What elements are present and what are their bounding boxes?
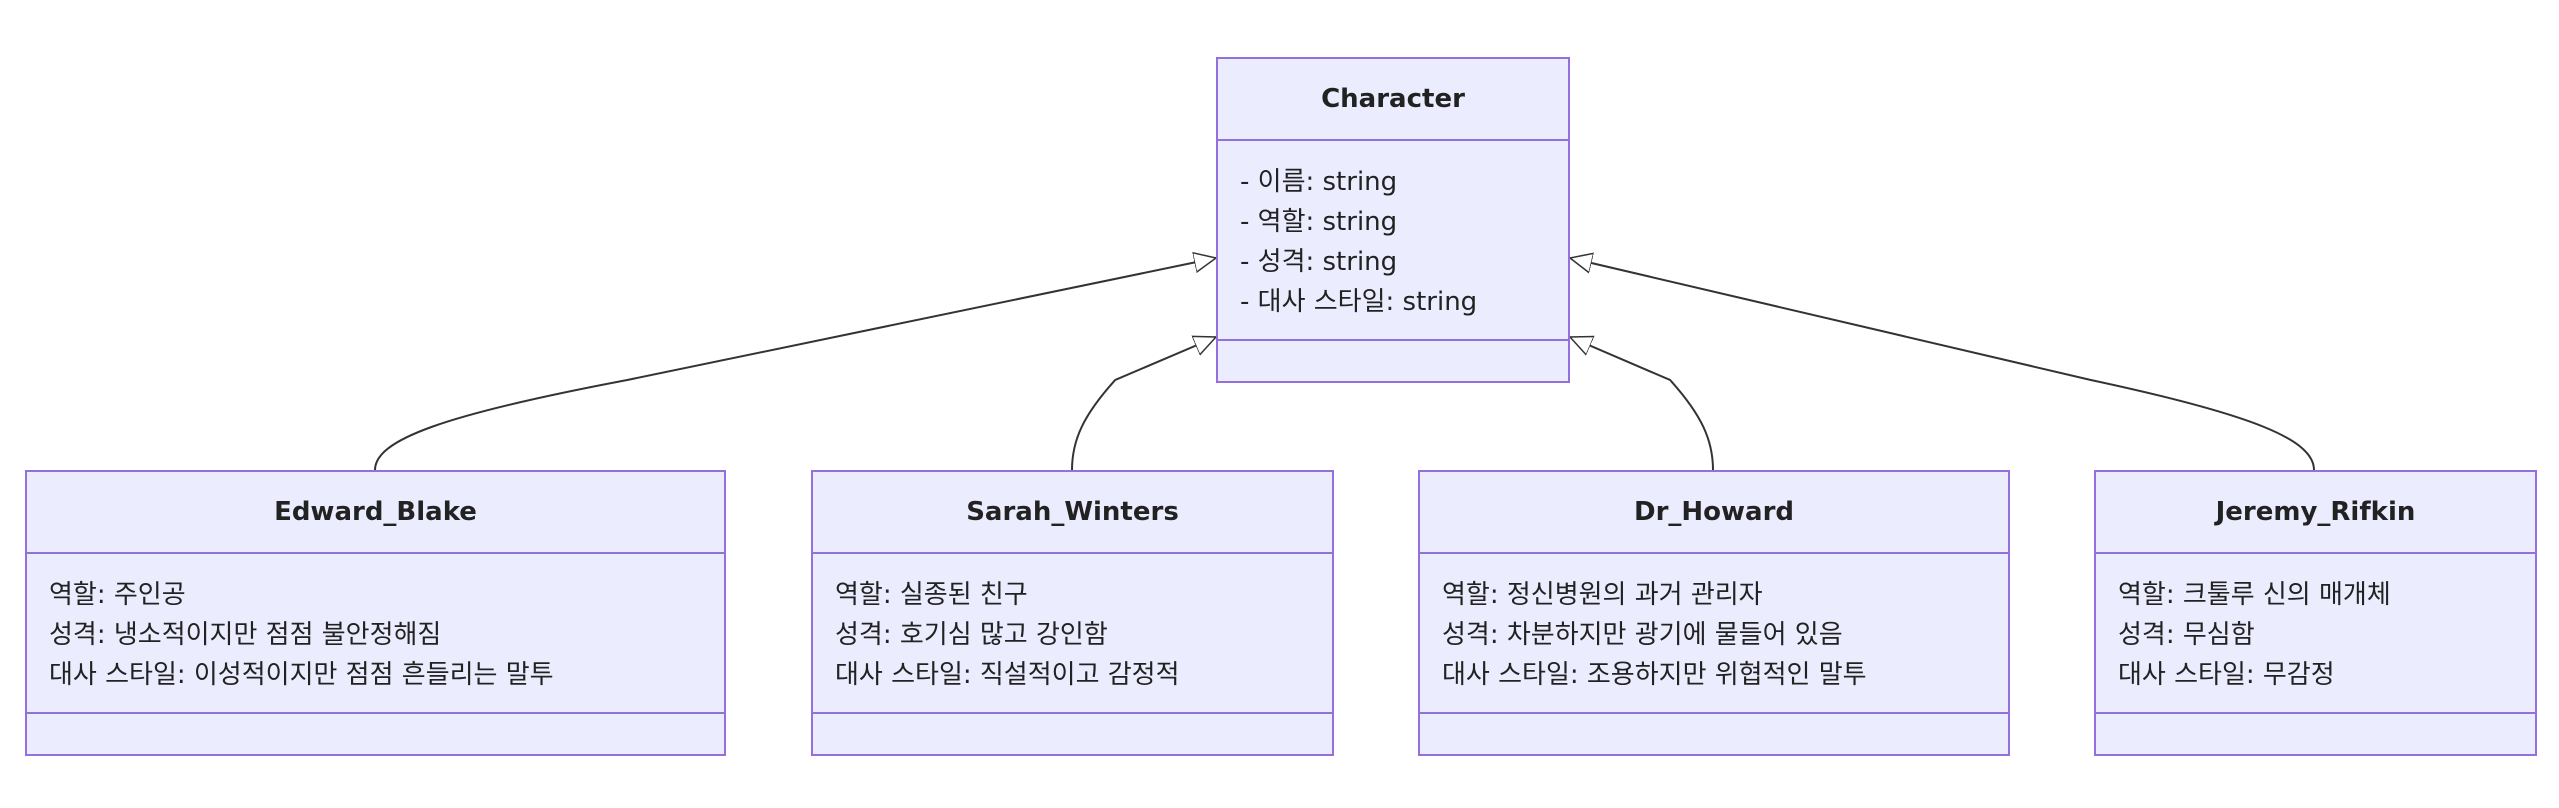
divider <box>813 712 1332 714</box>
class-attribute: 성격: 호기심 많고 강인함 <box>835 620 1108 650</box>
class-attribute: - 대사 스타일: string <box>1240 287 1478 317</box>
class-attribute: 역할: 정신병원의 과거 관리자 <box>1442 580 1763 610</box>
class-name: Character <box>1321 84 1465 114</box>
method-compartment <box>2096 714 2535 754</box>
class-box-character[interactable]: Character - 이름: string - 역할: string - 성격: s… <box>1216 57 1570 383</box>
method-compartment <box>27 714 724 754</box>
class-name: Edward_Blake <box>274 497 477 527</box>
class-name: Dr_Howard <box>1633 497 1795 527</box>
class-name: Jeremy_Rifkin <box>2215 497 2416 527</box>
inheritance-arrow-edward-blake <box>374 258 1216 471</box>
method-compartment <box>813 714 1332 754</box>
class-attribute: 대사 스타일: 직설적이고 감정적 <box>835 660 1180 690</box>
inheritance-arrow-sarah-winters <box>1071 337 1216 471</box>
divider <box>27 552 724 554</box>
divider <box>1218 339 1568 341</box>
class-attribute: 성격: 냉소적이지만 점점 불안정해짐 <box>49 620 442 650</box>
class-attribute: 대사 스타일: 이성적이지만 점점 흔들리는 말투 <box>49 660 554 690</box>
class-attribute: - 역할: string <box>1240 207 1398 237</box>
class-attribute: - 이름: string <box>1240 167 1398 197</box>
class-attribute: 대사 스타일: 무감정 <box>2118 660 2335 690</box>
method-compartment <box>1218 341 1568 381</box>
inheritance-arrow-jeremy-rifkin <box>1570 258 2315 471</box>
divider <box>2096 552 2535 554</box>
class-attribute: 역할: 실종된 친구 <box>835 580 1028 610</box>
class-attribute: 역할: 주인공 <box>49 580 186 610</box>
divider <box>1218 139 1568 141</box>
inheritance-edges <box>374 258 2315 471</box>
class-attribute: 성격: 차분하지만 광기에 물들어 있음 <box>1442 620 1843 650</box>
attribute-compartment: - 이름: string - 역할: string - 성격: string - 대사… <box>1218 141 1568 339</box>
divider <box>813 552 1332 554</box>
class-name: Sarah_Winters <box>966 497 1179 527</box>
inheritance-arrow-dr-howard <box>1570 337 1714 471</box>
class-attribute: 역할: 크툴루 신의 매개체 <box>2118 580 2391 610</box>
class-attribute: 대사 스타일: 조용하지만 위협적인 말투 <box>1442 660 1867 690</box>
divider <box>1420 712 2008 714</box>
divider <box>1420 552 2008 554</box>
divider <box>27 712 724 714</box>
class-attribute: 성격: 무심함 <box>2118 620 2255 650</box>
class-attribute: - 성격: string <box>1240 247 1398 277</box>
method-compartment <box>1420 714 2008 754</box>
divider <box>2096 712 2535 714</box>
